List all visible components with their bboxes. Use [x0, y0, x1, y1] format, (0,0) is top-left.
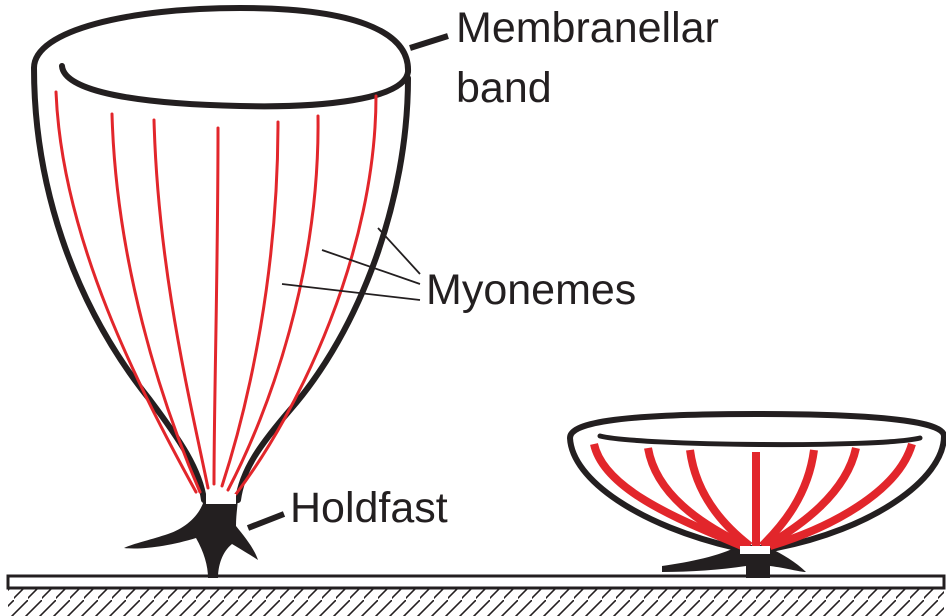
label-holdfast: Holdfast	[290, 484, 448, 532]
myoneme-line	[54, 90, 198, 494]
label-membranellar-band-line1: Membranellar	[456, 4, 719, 52]
myoneme-band	[686, 449, 753, 550]
myoneme-band	[768, 442, 916, 550]
myoneme-line	[220, 120, 280, 488]
label-myonemes: Myonemes	[426, 266, 636, 314]
extended-body-outline	[31, 65, 411, 503]
myoneme-band	[763, 447, 860, 550]
leader-membranellar	[409, 33, 449, 51]
contracted-cell	[567, 411, 946, 578]
holdfast-foot-extended	[124, 496, 258, 578]
substrate-surface	[6, 574, 946, 590]
substrate	[6, 574, 946, 616]
extended-cell	[31, 4, 412, 578]
myoneme-line	[226, 114, 320, 492]
myoneme-line	[234, 94, 378, 496]
myoneme-band	[644, 447, 748, 550]
holdfast-foot-contracted	[662, 546, 806, 578]
substrate-hatching	[8, 589, 944, 616]
myoneme-line	[110, 112, 202, 494]
contracted-myonemes	[590, 442, 916, 550]
leader-myonemes-3	[281, 283, 421, 301]
contracted-holdfast-gap	[740, 546, 770, 554]
myoneme-line	[152, 118, 210, 490]
myoneme-line	[212, 126, 220, 486]
leader-holdfast	[246, 511, 286, 531]
label-membranellar-band-line2: band	[456, 64, 552, 112]
myoneme-band	[759, 449, 818, 549]
leader-lines	[246, 33, 449, 531]
contracted-rim-inner	[597, 433, 923, 448]
leader-myonemes-2	[321, 249, 421, 285]
leader-myonemes-1	[377, 227, 421, 275]
holdfast-base	[206, 494, 236, 504]
extended-myonemes	[54, 90, 378, 496]
extended-rim	[31, 4, 412, 110]
